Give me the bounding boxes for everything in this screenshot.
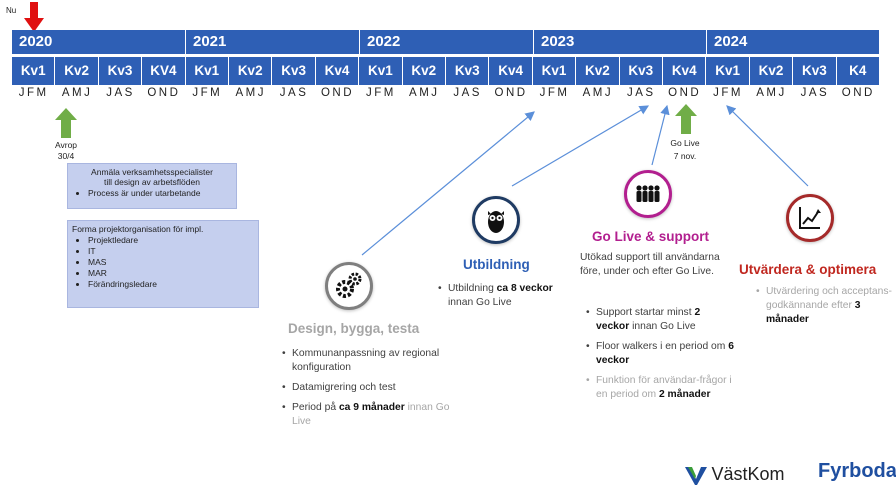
owl-icon	[472, 196, 520, 244]
vastkom-logo: VästKom	[685, 464, 784, 486]
quarter-cell: Kv3	[446, 57, 490, 85]
quarter-cell: K4	[836, 57, 880, 85]
utbildning-heading: Utbildning	[463, 257, 530, 272]
year-2021: 2021	[186, 30, 360, 54]
gears-icon	[325, 262, 373, 310]
quarter-cell: Kv4	[489, 57, 533, 85]
quarter-cell: Kv1	[185, 57, 229, 85]
quarter-cell: Kv3	[793, 57, 837, 85]
quarter-cell: Kv1	[12, 57, 56, 85]
golive-intro: Utökad support till användarna före, und…	[580, 252, 720, 277]
months-cell: OND	[147, 87, 181, 99]
quarter-cell: Kv3	[272, 57, 316, 85]
golive-arrow	[651, 104, 670, 166]
utvardera-list: Utvärdering och acceptans-godkännande ef…	[756, 285, 896, 333]
months-cell: JFM	[365, 87, 396, 99]
year-2022: 2022	[360, 30, 534, 54]
avrop-arrow-icon	[55, 108, 77, 138]
utbildning-arrow	[511, 105, 650, 187]
utbildning-list: Utbildning ca 8 veckor innan Go Live	[438, 282, 578, 316]
chart-icon	[786, 194, 834, 242]
people-icon	[624, 170, 672, 218]
now-arrow-icon	[24, 2, 44, 32]
months-cell: AMJ	[235, 87, 266, 99]
months-cell: AMJ	[756, 87, 787, 99]
months-cell: JAS	[279, 87, 309, 99]
months-cell: OND	[494, 87, 528, 99]
quarter-cell: Kv2	[749, 57, 794, 85]
utvardera-arrow	[726, 105, 809, 187]
year-2020: 2020	[12, 30, 186, 54]
golive-arrow-icon	[675, 104, 697, 134]
year-2024: 2024	[707, 30, 880, 54]
now-label: Nu	[6, 6, 17, 15]
quarter-cell: Kv4	[663, 57, 707, 85]
design-heading: Design, bygga, testa	[288, 321, 420, 336]
utvardera-heading: Utvärdera & optimera	[739, 262, 877, 277]
year-2023: 2023	[534, 30, 707, 54]
quarter-cell: Kv2	[229, 57, 273, 85]
quarter-cell: Kv1	[359, 57, 403, 85]
months-cell: AMJ	[582, 87, 614, 99]
vastkom-logo-icon	[685, 466, 707, 485]
months-cell: JFM	[713, 87, 744, 99]
months-cell: JFM	[18, 87, 49, 99]
quarter-cell: Kv4	[315, 57, 360, 85]
months-cell: AMJ	[409, 87, 440, 99]
golive-heading: Go Live & support	[592, 229, 710, 244]
project-org-box: Forma projektorganisation för impl. Proj…	[67, 220, 259, 308]
months-cell: OND	[320, 87, 355, 99]
months-cell: JAS	[453, 87, 482, 99]
months-cell: JFM	[192, 87, 223, 99]
months-cell: OND	[841, 87, 875, 99]
months-cell: AMJ	[61, 87, 93, 99]
specialists-box: Anmäla verksamhetsspecialister till desi…	[67, 163, 237, 209]
months-cell: JAS	[626, 87, 656, 99]
quarter-cell: Kv3	[98, 57, 143, 85]
months-cell: JAS	[106, 87, 135, 99]
quarter-cell: KV4	[142, 57, 186, 85]
golive-date-label: Go Live 7 nov.	[670, 138, 700, 161]
quarter-cell: Kv3	[619, 57, 663, 85]
months-cell: JAS	[800, 87, 830, 99]
quarter-cell: Kv1	[532, 57, 577, 85]
quarter-cell: Kv2	[576, 57, 620, 85]
avrop-label: Avrop 30/4	[54, 140, 78, 161]
quarter-cell: Kv1	[706, 57, 750, 85]
months-cell: JFM	[539, 87, 570, 99]
golive-list: Support startar minst 2 veckor innan Go …	[586, 306, 736, 408]
months-cell: OND	[668, 87, 702, 99]
design-arrow	[361, 111, 535, 256]
quarter-cell: Kv2	[402, 57, 446, 85]
quarter-cell: Kv2	[55, 57, 99, 85]
fyrboda-logo: Fyrboda	[818, 460, 896, 482]
design-list: Kommunanpassning av regional konfigurati…	[282, 347, 452, 435]
